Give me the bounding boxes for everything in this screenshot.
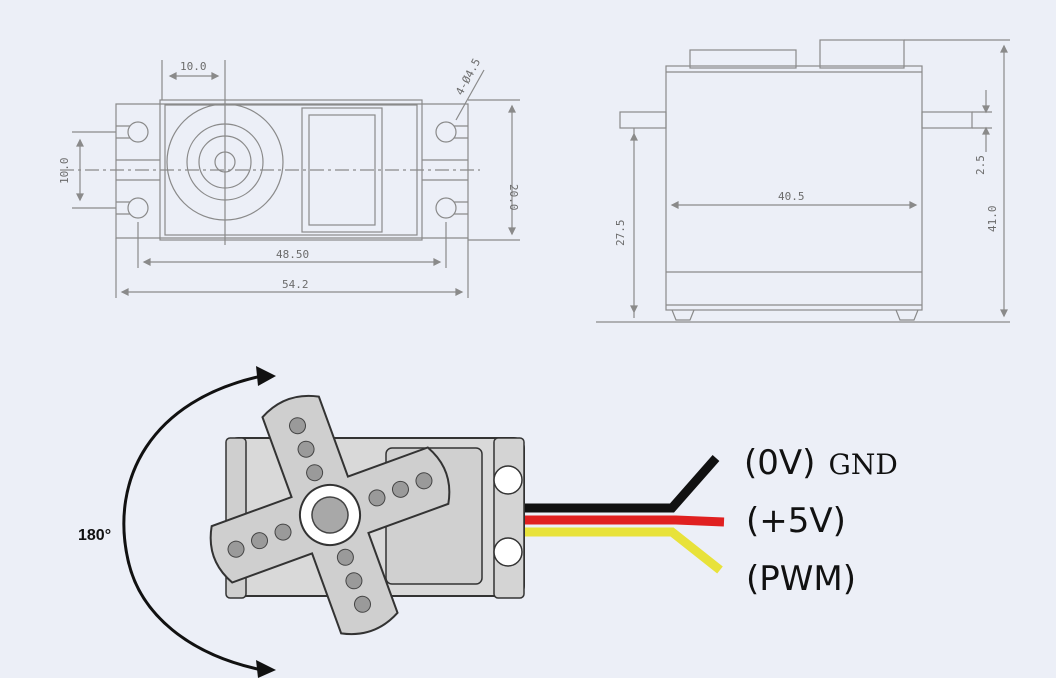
gnd-prefix: (0V) (744, 443, 815, 483)
dim-horn-offset: 10.0 (180, 60, 207, 73)
servo-wires (522, 455, 725, 574)
servo-mount-hole-bottom-right (493, 537, 523, 567)
wire-gnd (522, 455, 720, 513)
gnd-word: GND (829, 448, 898, 481)
arc-arrow-bottom-icon (256, 660, 276, 678)
wire-vcc (522, 515, 725, 527)
gnd-label: (0V) GND (744, 443, 898, 483)
mount-hole-top-left (127, 121, 149, 143)
gear-cap-left (689, 49, 797, 69)
wire-pwm (522, 527, 723, 574)
pwm-label: (PWM) (746, 559, 856, 599)
dim-tab-thickness: 2.5 (974, 155, 987, 175)
side-body-outline (665, 65, 923, 311)
label-window-outer (301, 107, 383, 233)
side-tab-right (921, 111, 973, 129)
side-tab-left (619, 111, 667, 129)
mounting-flange-outline (115, 103, 469, 239)
arc-arrow-top-icon (256, 366, 276, 386)
mount-hole-bottom-right (435, 197, 457, 219)
label-window-inner (308, 114, 376, 226)
dim-body-width: 40.5 (778, 190, 805, 203)
mount-hole-top-right (435, 121, 457, 143)
dim-flange-height: 27.5 (614, 220, 627, 247)
dim-overall-width: 54.2 (282, 278, 309, 291)
dim-inner-width: 48.50 (276, 248, 309, 261)
gear-cap-right (819, 39, 905, 69)
rotation-label: 180° (78, 527, 111, 544)
mount-hole-bottom-left (127, 197, 149, 219)
rotation-arc (122, 366, 276, 678)
dim-total-height: 41.0 (986, 206, 999, 233)
dim-left-height: 10.0 (58, 158, 71, 185)
servo-mount-hole-top-right (493, 465, 523, 495)
vcc-label: (+5V) (746, 501, 846, 541)
side-view (596, 39, 1010, 323)
servo-horn (209, 394, 451, 636)
top-view (60, 60, 520, 298)
dim-hole-spec: 4-Ø4.5 (453, 56, 483, 97)
dim-right-height: 20.0 (507, 184, 520, 211)
horn-screw (311, 496, 349, 534)
